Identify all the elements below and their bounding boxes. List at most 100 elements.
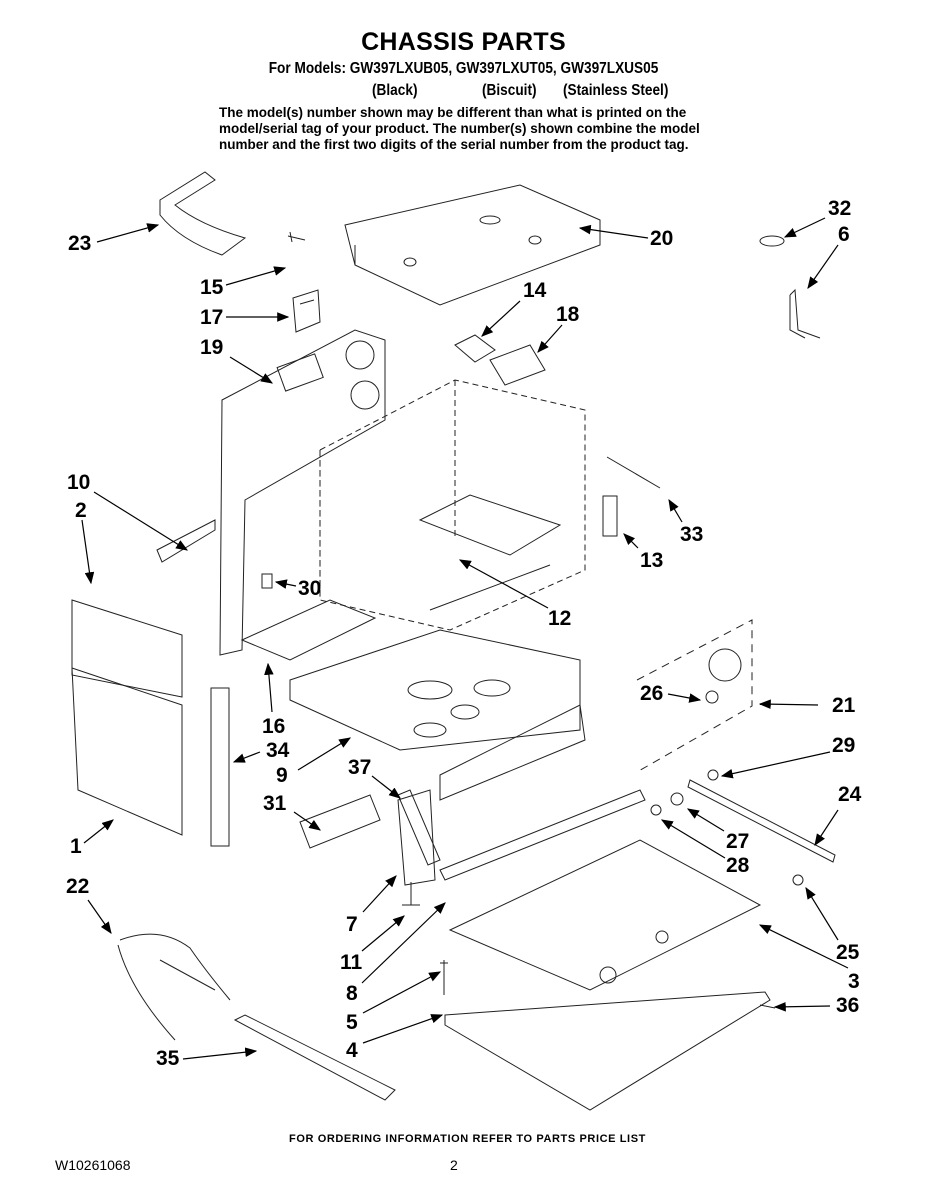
part-18-box <box>489 344 546 386</box>
models-line: For Models: GW397LXUB05, GW397LXUT05, GW… <box>268 60 659 77</box>
leader-6 <box>807 244 839 289</box>
callout-2: 2 <box>75 499 87 522</box>
callout-7: 7 <box>346 913 358 936</box>
callout-14: 14 <box>523 279 547 302</box>
callout-32: 32 <box>828 197 852 220</box>
note-line: number and the first two digits of the s… <box>219 137 689 152</box>
part-21-knob-group <box>636 619 753 773</box>
leader-14 <box>481 300 521 337</box>
leader-7 <box>362 875 397 913</box>
leader-13 <box>623 533 639 549</box>
leader-26 <box>667 693 702 703</box>
callout-34: 34 <box>266 739 290 762</box>
ordering-note: FOR ORDERING INFORMATION REFER TO PARTS … <box>289 1133 646 1145</box>
callout-22: 22 <box>66 875 90 898</box>
callout-19: 19 <box>200 336 224 359</box>
leader-21 <box>758 699 819 709</box>
part-31-bracket <box>299 794 381 849</box>
part-3-base-pan <box>448 839 762 991</box>
leader-16 <box>264 662 274 713</box>
leader-15 <box>225 266 287 286</box>
part-14-valve <box>454 334 496 363</box>
leader-37 <box>371 775 401 799</box>
part-26-bulb <box>705 690 719 704</box>
part-1-lower-panel <box>71 667 183 836</box>
callout-9: 9 <box>276 764 288 787</box>
leader-34 <box>232 751 261 763</box>
leader-28 <box>660 819 726 859</box>
callout-27: 27 <box>726 830 750 853</box>
callout-17: 17 <box>200 306 224 329</box>
color-black: (Black) <box>372 82 418 99</box>
leader-23 <box>96 223 160 243</box>
document-number: W10261068 <box>55 1157 131 1173</box>
leader-2 <box>81 519 95 585</box>
callout-29: 29 <box>832 734 856 757</box>
part-4-drawer <box>444 991 771 1111</box>
part-10-shield <box>156 519 216 563</box>
part-22-power-cord <box>117 933 231 1041</box>
part-24-rod <box>687 779 836 863</box>
leader-4 <box>362 1014 444 1044</box>
part-13-hinge <box>602 495 618 537</box>
callout-37: 37 <box>348 756 372 779</box>
leader-27 <box>686 808 725 832</box>
part-5-screw <box>440 960 448 995</box>
note-line: The model(s) number shown may be differe… <box>219 105 687 120</box>
page-title: CHASSIS PARTS <box>361 28 566 56</box>
leader-36 <box>773 1002 831 1012</box>
part-33-igniter <box>606 456 661 489</box>
leader-1 <box>83 819 114 844</box>
callout-13: 13 <box>640 549 664 572</box>
part-12-oven-cavity <box>319 379 586 631</box>
callout-11: 11 <box>340 951 363 974</box>
leader-9 <box>297 737 352 771</box>
page-number: 2 <box>450 1157 458 1173</box>
leader-31 <box>293 811 321 831</box>
callout-20: 20 <box>650 227 674 250</box>
callout-12: 12 <box>548 607 572 630</box>
part-17-bracket <box>292 289 321 333</box>
color-stainless: (Stainless Steel) <box>563 82 669 99</box>
part-37-bracket <box>397 789 441 866</box>
part-9-burner-base <box>289 629 581 751</box>
leader-20 <box>578 224 649 239</box>
leader-11 <box>361 915 405 952</box>
callout-31: 31 <box>263 792 287 815</box>
leader-32 <box>783 217 826 238</box>
callout-16: 16 <box>262 715 286 738</box>
leader-35 <box>182 1047 258 1060</box>
leader-5 <box>362 971 442 1014</box>
callout-8: 8 <box>346 982 358 1005</box>
leader-8 <box>361 902 446 984</box>
leader-19 <box>229 356 274 384</box>
part-7-leg <box>397 789 436 886</box>
callout-28: 28 <box>726 854 750 877</box>
part-35-rail <box>233 1014 396 1101</box>
callout-3: 3 <box>848 970 860 993</box>
note-line: model/serial tag of your product. The nu… <box>219 121 700 136</box>
part-6-bracket <box>789 288 821 339</box>
callout-5: 5 <box>346 1011 358 1034</box>
callout-36: 36 <box>836 994 860 1017</box>
leader-12 <box>458 559 549 609</box>
callout-33: 33 <box>680 523 704 546</box>
callout-4: 4 <box>346 1039 358 1062</box>
model-number-note: The model(s) number shown may be differe… <box>219 105 739 153</box>
part-20-top-panel <box>344 184 601 306</box>
part-8-rail <box>439 789 646 881</box>
callout-18: 18 <box>556 303 580 326</box>
callout-23: 23 <box>68 232 92 255</box>
callout-15: 15 <box>200 276 224 299</box>
callout-25: 25 <box>836 941 860 964</box>
part-19-rear-panel <box>219 329 386 656</box>
part-32-thermostat <box>759 235 785 247</box>
leader-33 <box>668 498 683 523</box>
callout-1: 1 <box>70 835 82 858</box>
leader-29 <box>720 751 831 779</box>
callout-30: 30 <box>298 577 322 600</box>
leader-10 <box>93 491 189 551</box>
part-16-bracket <box>240 599 377 661</box>
leader-25 <box>805 886 839 941</box>
part-29-nut <box>707 769 719 781</box>
